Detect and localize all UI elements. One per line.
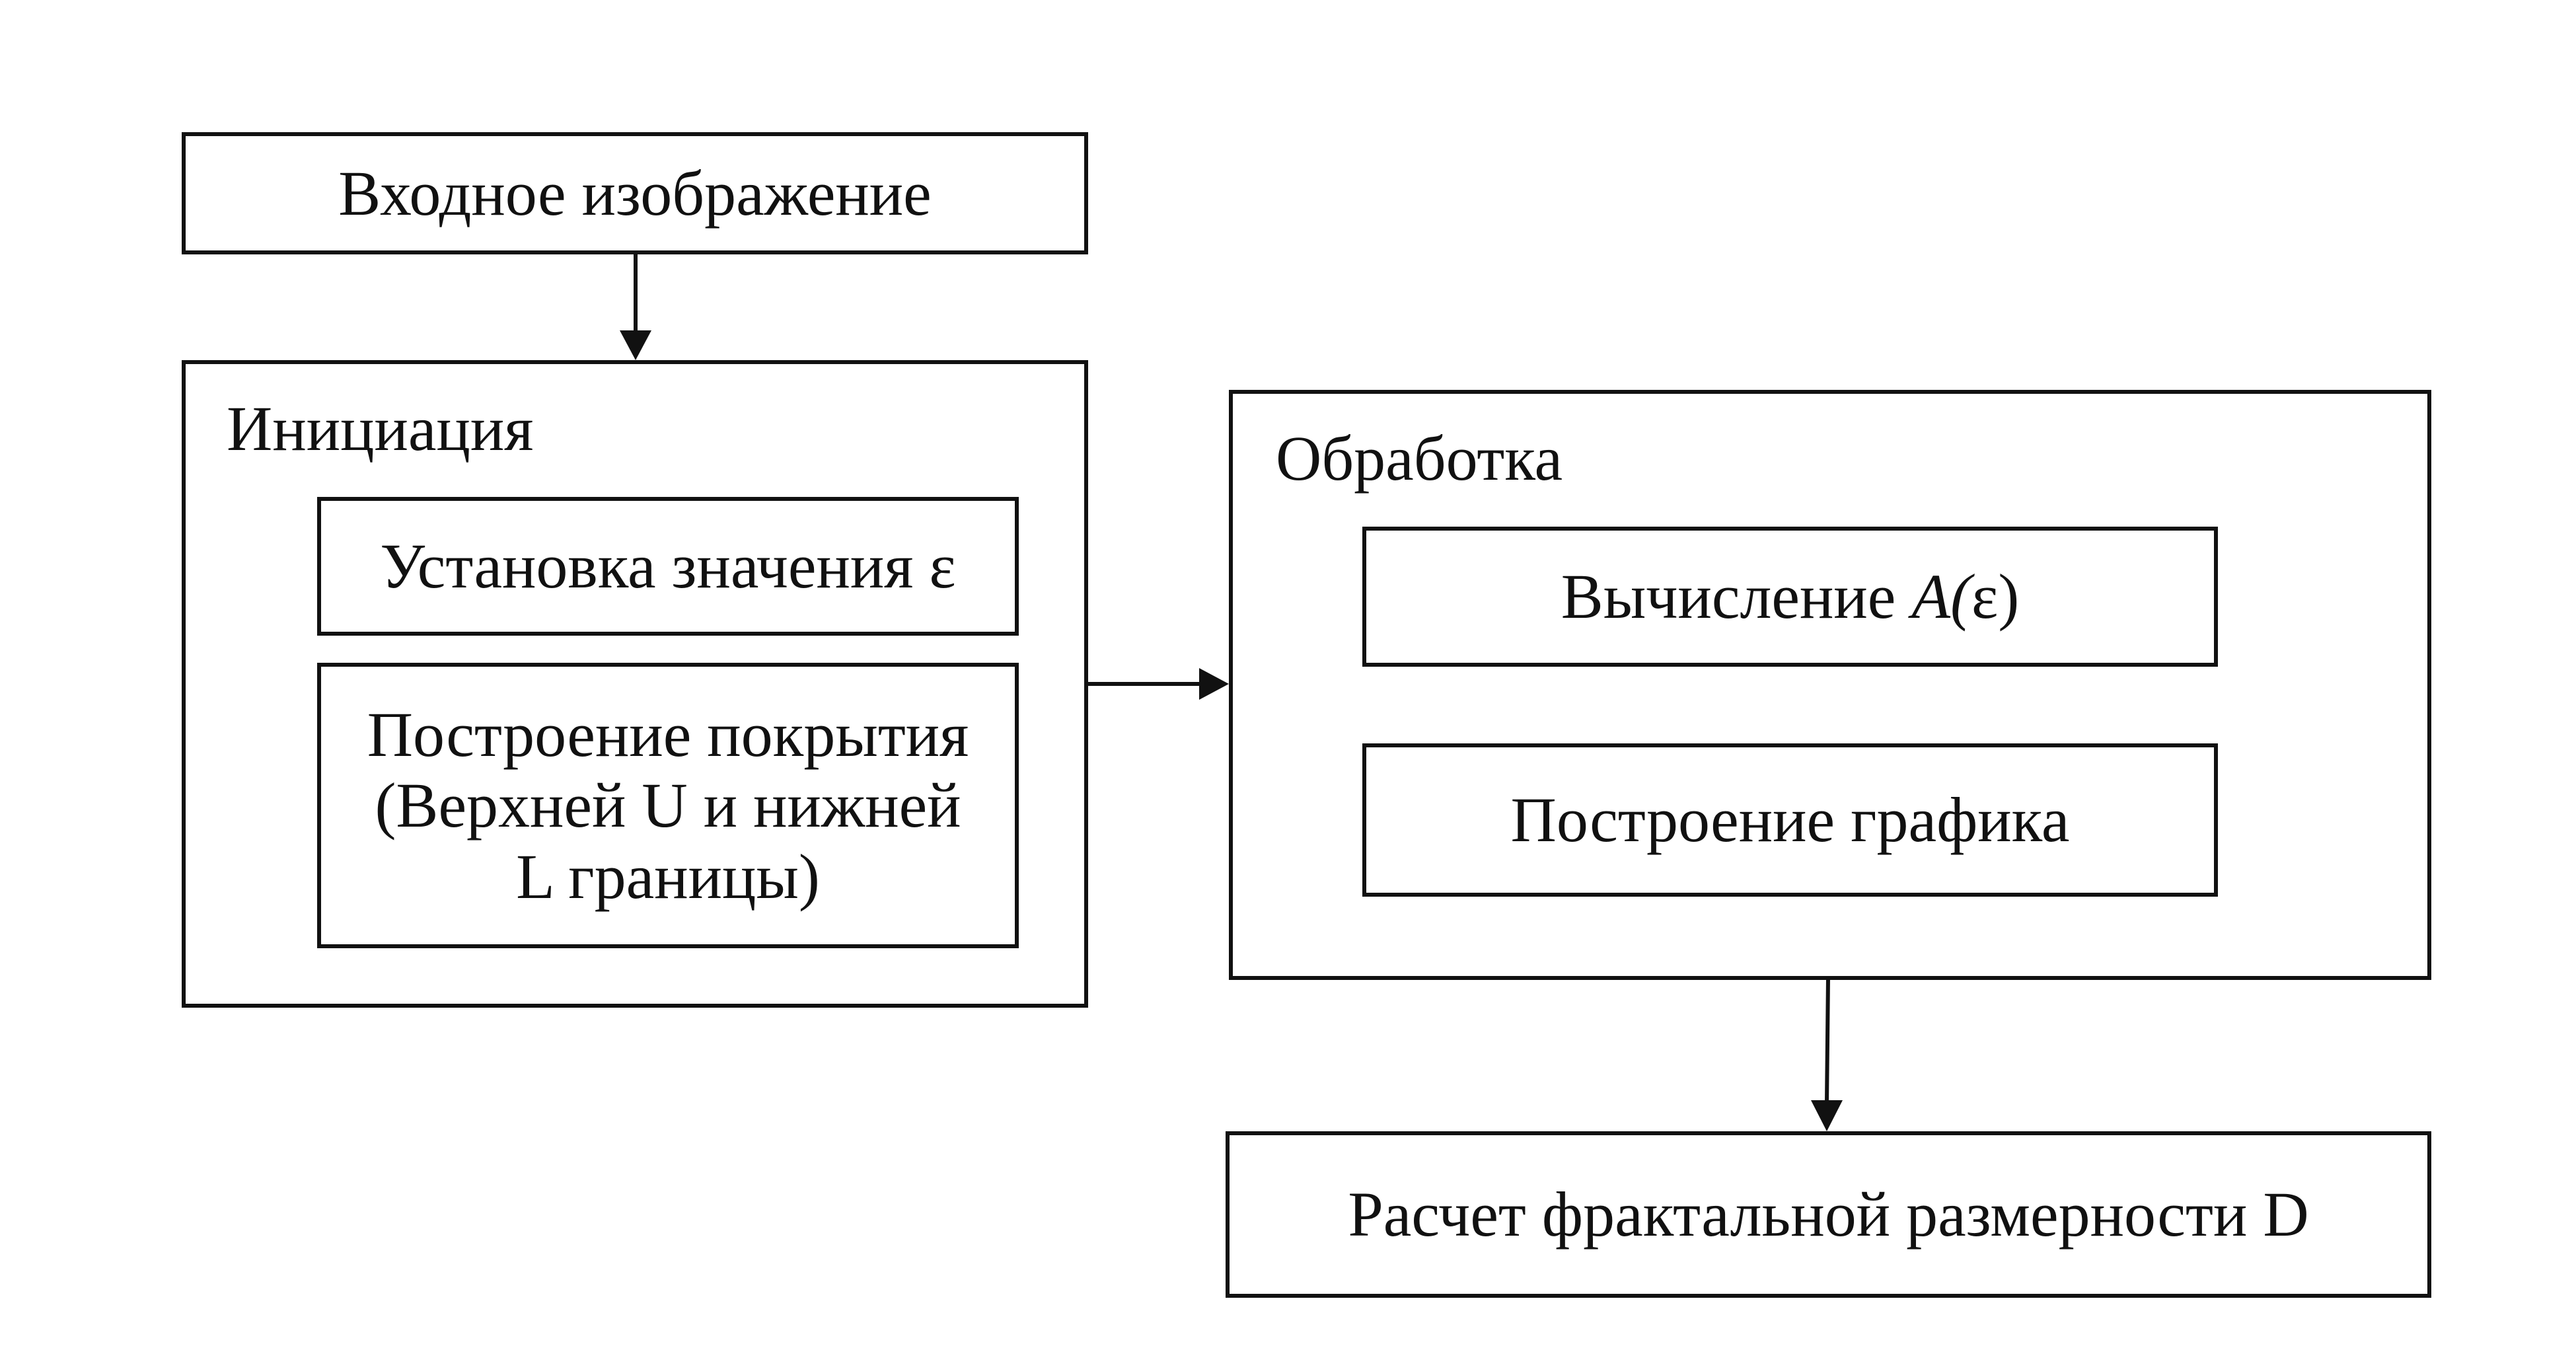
fractal-dimension-box: Расчет фрактальной размерности D [1226, 1131, 2431, 1298]
input-image-box: Входное изображение [182, 132, 1088, 254]
compute-a-func: A( [1911, 561, 1971, 632]
arrow-input-to-init [620, 254, 651, 360]
processing-title: Обработка [1276, 423, 1563, 494]
build-cover-box: Построение покрытия (Верхней U и нижней … [317, 663, 1019, 948]
fractal-dimension-label: Расчет фрактальной размерности D [1348, 1179, 2309, 1250]
set-epsilon-label: Установка значения ε [380, 531, 956, 602]
arrow-init-to-processing [1087, 668, 1229, 700]
set-epsilon-box: Установка значения ε [317, 497, 1019, 636]
compute-a-label: Вычисление A(ε) [1561, 561, 2020, 632]
initiation-title: Инициация [227, 393, 534, 464]
compute-a-box: Вычисление A(ε) [1362, 527, 2218, 667]
arrow-processing-to-result [1811, 977, 1843, 1131]
build-cover-label: Построение покрытия (Верхней U и нижней … [367, 698, 969, 912]
compute-a-prefix: Вычисление [1561, 561, 1912, 632]
build-plot-box: Построение графика [1362, 743, 2218, 897]
compute-a-arg: ε) [1971, 561, 2020, 632]
build-plot-label: Построение графика [1510, 784, 2070, 856]
input-image-label: Входное изображение [338, 157, 932, 229]
